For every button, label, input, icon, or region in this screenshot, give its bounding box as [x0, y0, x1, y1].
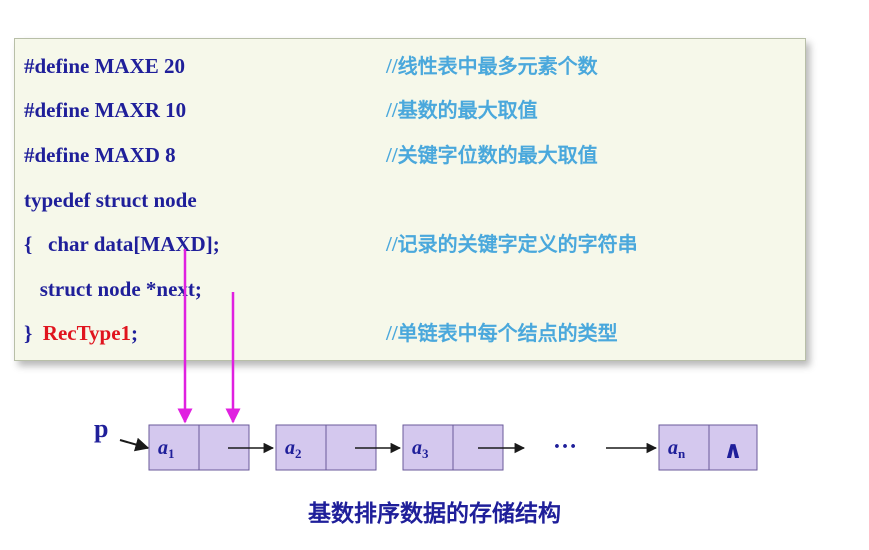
comment-maxe: //线性表中最多元素个数 [386, 51, 598, 81]
code-line-next: struct node *next; [24, 277, 202, 301]
code-line-maxr: #define MAXR 10 [24, 98, 187, 122]
node-letter: a [412, 437, 422, 459]
null-pointer-symbol: ∧ [723, 436, 743, 464]
comment-text: 单链表中每个结点的类型 [397, 321, 618, 345]
comment-text: 关键字位数的最大取值 [397, 143, 598, 167]
node-data-field [275, 424, 327, 471]
node-data-field [658, 424, 710, 471]
code-line-rectype: } RecType1; [24, 318, 138, 348]
node-data-field [402, 424, 454, 471]
comment-maxr: //基数的最大取值 [386, 95, 538, 125]
comment-text: 记录的关键字定义的字符串 [397, 232, 638, 256]
svg-text:a2: a2 [285, 437, 302, 461]
diagram-caption: 基数排序数据的存储结构 [308, 501, 561, 527]
node-letter: a [668, 437, 678, 459]
svg-text:an: an [668, 437, 686, 461]
node-data-field [148, 424, 200, 471]
comment-slashes: // [386, 98, 398, 122]
comment-text: 线性表中最多元素个数 [397, 54, 598, 78]
svg-text:a3: a3 [412, 437, 429, 461]
comment-rectype: //单链表中每个结点的类型 [386, 318, 618, 348]
comment-slashes: // [386, 143, 398, 167]
node-subscript: 1 [168, 446, 175, 461]
comment-slashes: // [386, 321, 398, 345]
code-line-typedef: typedef struct node [24, 188, 197, 212]
ellipsis: … [553, 428, 577, 454]
comment-text: 基数的最大取值 [397, 98, 538, 122]
code-line-maxe: #define MAXE 20 [24, 54, 185, 78]
node-an: an ∧ [658, 424, 758, 471]
node-subscript: n [678, 446, 686, 461]
comment-data: //记录的关键字定义的字符串 [386, 229, 638, 259]
node-a2: a2 [275, 424, 377, 471]
code-line-maxd: #define MAXD 8 [24, 143, 176, 167]
p-arrow [119, 437, 150, 452]
code-line-data: { char data[MAXD]; [24, 232, 220, 256]
comment-slashes: // [386, 54, 398, 78]
code-suffix: ; [131, 321, 139, 345]
node-letter: a [285, 437, 295, 459]
svg-text:a1: a1 [158, 437, 175, 461]
comment-maxd: //关键字位数的最大取值 [386, 140, 598, 170]
node-next-field [708, 424, 758, 471]
node-subscript: 2 [295, 446, 302, 461]
node-subscript: 3 [422, 446, 429, 461]
code-prefix: } [24, 321, 43, 345]
node-letter: a [158, 437, 168, 459]
comment-slashes: // [386, 232, 398, 256]
type-name: RecType1 [42, 321, 132, 345]
pointer-p-label: p [94, 414, 109, 443]
code-box: #define MAXE 20 //线性表中最多元素个数 #define MAX… [14, 38, 806, 361]
node-a3: a3 [402, 424, 504, 471]
